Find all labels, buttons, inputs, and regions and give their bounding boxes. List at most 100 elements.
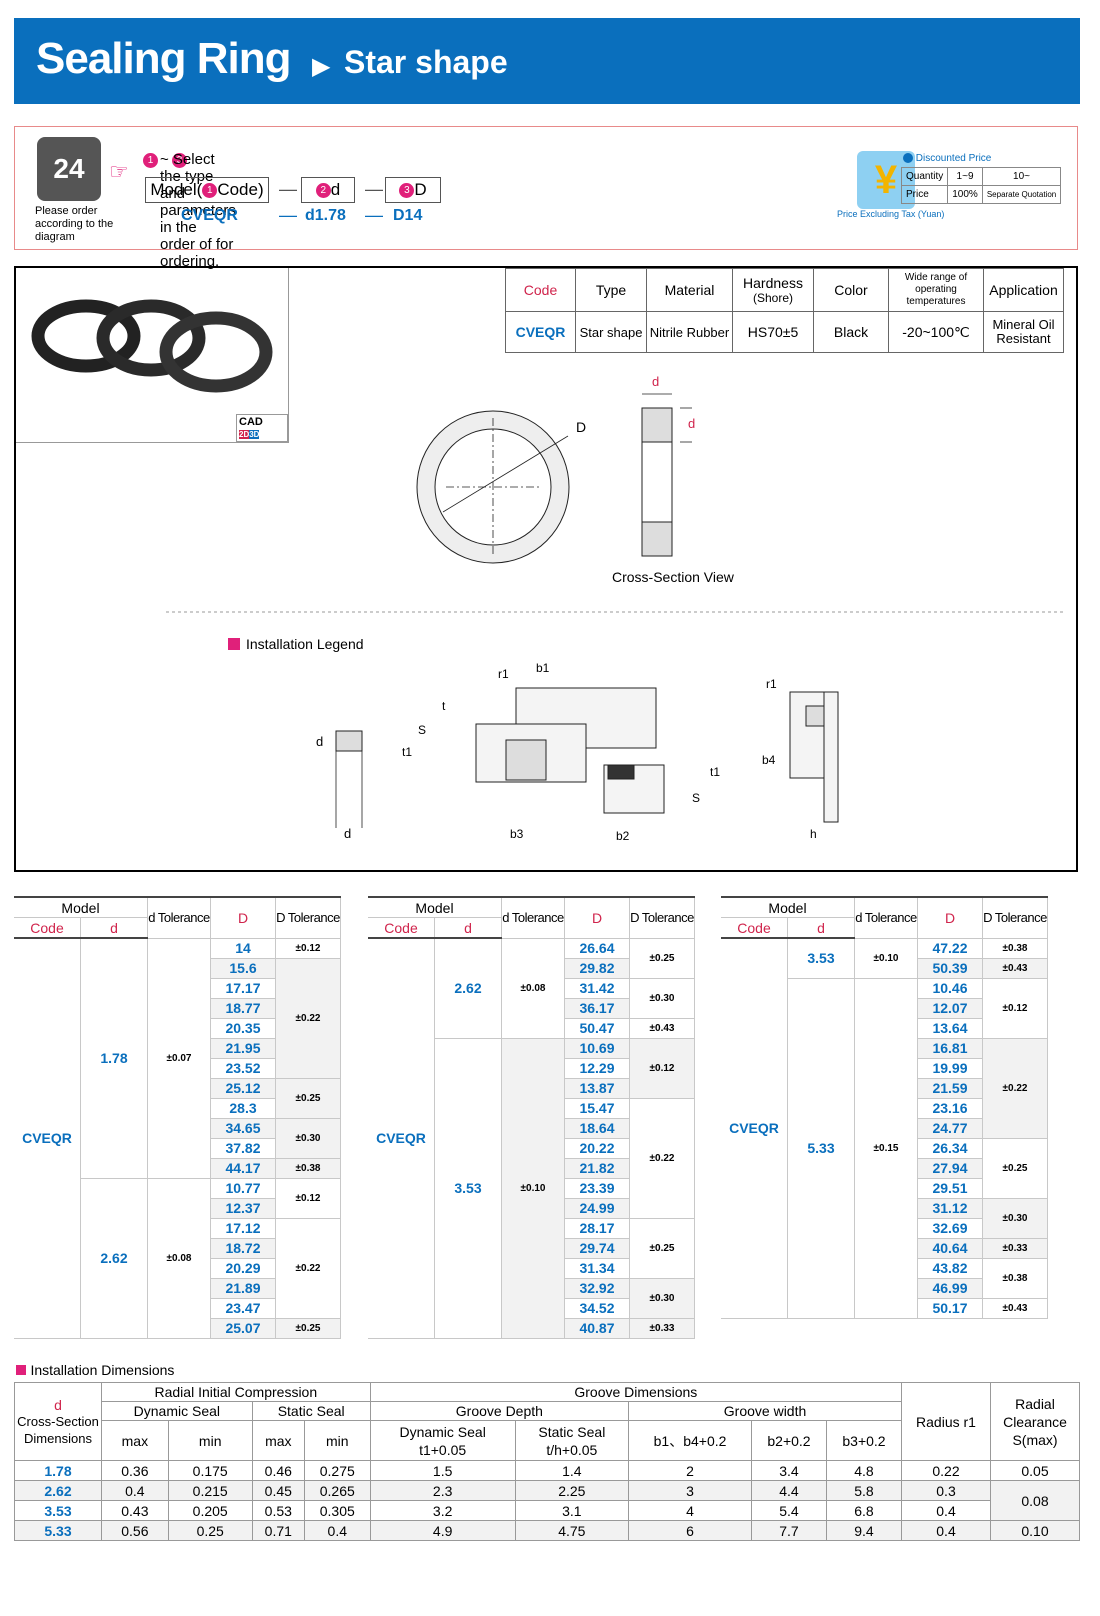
label-S-left: S	[418, 723, 426, 737]
label-r1-center: r1	[498, 667, 509, 681]
table-row: 17.17	[14, 978, 341, 999]
table-row: 15.47±0.22	[368, 1098, 695, 1219]
D-cell: 40.87	[564, 1318, 630, 1339]
table-row: 21.95	[14, 1038, 341, 1059]
table-row: 19.99	[721, 1058, 1048, 1079]
spec-header-type: Type	[575, 268, 647, 312]
D-cell: 20.35	[210, 1018, 276, 1039]
table-row: 29.82	[368, 958, 695, 979]
D-tolerance-cell: ±0.38	[275, 1158, 341, 1179]
label-S-right: S	[692, 791, 700, 805]
table-row: 24.77	[721, 1118, 1048, 1139]
D-cell: 13.64	[917, 1018, 983, 1039]
table-row: 13.64	[721, 1018, 1048, 1039]
spec-and-drawing-area: CAD 2D3D Code Type Material Hardness(Sho…	[14, 266, 1078, 872]
D-tolerance-cell: ±0.22	[629, 1098, 695, 1219]
D-cell: 28.17	[564, 1218, 630, 1239]
D-cell: 23.52	[210, 1058, 276, 1079]
D-tolerance-cell: ±0.43	[982, 1298, 1048, 1319]
D-cell: 46.99	[917, 1278, 983, 1299]
table-row: 29.51	[721, 1178, 1048, 1199]
D-cell: 34.65	[210, 1118, 276, 1139]
label-d-top: d	[652, 374, 659, 389]
cross-section-view	[641, 393, 692, 557]
table-row: 31.42±0.30	[368, 978, 695, 1019]
D-cell: 17.17	[210, 978, 276, 999]
D-cell: 21.59	[917, 1078, 983, 1099]
D-tolerance-cell: ±0.25	[629, 1218, 695, 1279]
table-row: 18.77	[14, 998, 341, 1019]
D-cell: 28.3	[210, 1098, 276, 1119]
d-cell: 1.78	[80, 938, 148, 1179]
D-cell: 18.77	[210, 998, 276, 1019]
D-cell: 21.89	[210, 1278, 276, 1299]
table-row: 25.12±0.25	[14, 1078, 341, 1119]
label-h: h	[810, 827, 817, 841]
table-row: 21.89	[14, 1278, 341, 1299]
table-row: 50.39±0.43	[721, 958, 1048, 979]
D-tolerance-cell: ±0.33	[982, 1238, 1048, 1259]
D-tolerance-cell: ±0.43	[982, 958, 1048, 979]
D-cell: 37.82	[210, 1138, 276, 1159]
D-tolerance-cell: ±0.38	[982, 1258, 1048, 1299]
table-row: 29.74	[368, 1238, 695, 1259]
install-drawing-right	[789, 691, 839, 823]
D-cell: 18.64	[564, 1118, 630, 1139]
table-row: 31.34	[368, 1258, 695, 1279]
D-cell: 18.72	[210, 1238, 276, 1259]
page-title: Sealing Ring	[36, 34, 291, 83]
D-cell: 32.92	[564, 1278, 630, 1299]
code-cell: CVEQR	[368, 938, 435, 1339]
table-row: 25.07±0.25	[14, 1318, 341, 1339]
table-row: 27.94	[721, 1158, 1048, 1179]
D-cell: 20.29	[210, 1258, 276, 1279]
D-tolerance-cell: ±0.43	[629, 1018, 695, 1039]
spec-temp: -20~100℃	[888, 311, 984, 353]
d-cell: 2.62	[80, 1178, 148, 1339]
table-row: 23.47	[14, 1298, 341, 1319]
table-row: 18.64	[368, 1118, 695, 1139]
D-cell: 25.07	[210, 1318, 276, 1339]
phone-24-icon: 24	[37, 137, 101, 201]
table-row: 46.99	[721, 1278, 1048, 1299]
d-cell: 2.62	[434, 938, 502, 1039]
label-t1-right: t1	[710, 765, 720, 779]
D-cell: 27.94	[917, 1158, 983, 1179]
code-cell: CVEQR	[14, 938, 81, 1339]
D-cell: 24.77	[917, 1118, 983, 1139]
D-tolerance-cell: ±0.25	[982, 1138, 1048, 1199]
D-tolerance-cell: ±0.12	[982, 978, 1048, 1039]
label-b1: b1	[536, 661, 550, 675]
table-row: 12.29	[368, 1058, 695, 1079]
d-cell: 3.53	[434, 1038, 502, 1339]
spec-table: Code Type Material Hardness(Shore) Color…	[505, 268, 1064, 353]
label-b3: b3	[510, 827, 524, 841]
cad-badge: CAD 2D3D	[236, 414, 288, 442]
D-cell: 14	[210, 938, 276, 959]
spec-hardness: HS70±5	[732, 311, 814, 353]
spec-header-hardness: Hardness(Shore)	[732, 268, 814, 312]
table-row: 44.17±0.38	[14, 1158, 341, 1179]
D-tolerance-cell: ±0.25	[629, 938, 695, 979]
D-cell: 20.22	[564, 1138, 630, 1159]
spec-header-color: Color	[813, 268, 889, 312]
d-cell: 5.33	[787, 978, 855, 1319]
code-cell: CVEQR	[721, 938, 788, 1319]
D-cell: 15.6	[210, 958, 276, 979]
table-row: 15.6±0.22	[14, 958, 341, 1079]
D-cell: 23.39	[564, 1178, 630, 1199]
table-row: 20.29	[14, 1258, 341, 1279]
D-tolerance-cell: ±0.12	[629, 1038, 695, 1099]
d-tolerance-cell: ±0.08	[501, 938, 565, 1039]
d-tolerance-cell: ±0.10	[854, 938, 918, 979]
D-tolerance-cell: ±0.22	[982, 1038, 1048, 1139]
